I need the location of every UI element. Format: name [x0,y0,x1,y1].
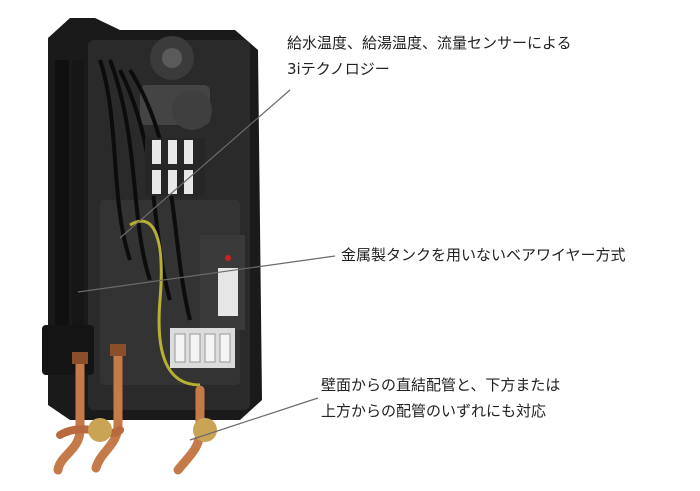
callout-line: 3iテクノロジー [287,60,390,78]
pipe-collar-mid [110,344,126,356]
leader-line-piping [189,397,319,441]
callout-line: 壁面からの直結配管と、下方または [321,376,561,394]
brass-fitting-left [88,418,112,442]
callout-bare-wire: 金属製タンクを用いないベアワイヤー方式 [341,242,626,268]
flow-sensor [172,90,212,130]
indicator-panel [218,268,238,316]
left-bracket [42,325,94,375]
top-fitting-core [162,48,182,68]
status-led [225,255,231,261]
callout-line: 上方からの配管のいずれにも対応 [321,402,547,420]
upper-terminal-block [145,138,205,196]
lower-terminal-block [170,328,235,368]
leader-line-sensor [119,89,291,239]
leader-line-bare-wire [77,255,336,293]
copper-pipe-mid [91,345,123,473]
callout-line: 給水温度、給湯温度、流量センサーによる [287,34,572,52]
left-pipe-b [72,60,84,360]
callout-line: 金属製タンクを用いないベアワイヤー方式 [341,246,626,264]
brass-fitting-right [193,418,217,442]
earth-wire [129,219,201,387]
pipe-collar-left [72,352,88,364]
cable-bundle [98,59,192,321]
left-pipe-a [55,60,69,360]
callout-piping: 壁面からの直結配管と、下方または 上方からの配管のいずれにも対応 [321,372,560,424]
callout-3i-technology: 給水温度、給湯温度、流量センサーによる 3iテクノロジー [287,30,572,82]
